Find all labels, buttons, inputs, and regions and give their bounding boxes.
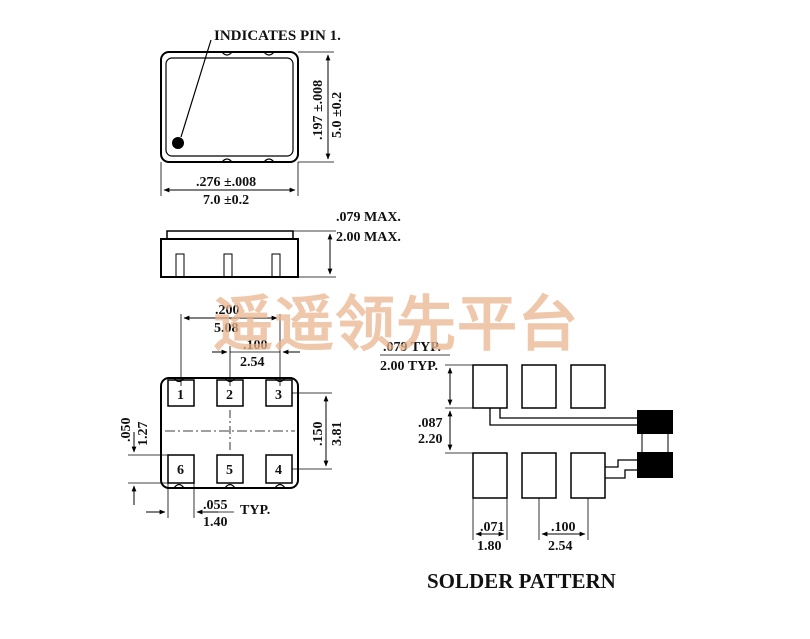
top-height-in: .197 ±.008 [311,80,326,140]
bottom-pitch-mm: 2.54 [240,355,265,370]
pin-number: 6 [177,463,184,478]
top-height-mm: 5.0 ±0.2 [330,92,345,138]
land-4 [570,452,606,499]
watermark-text: 遥遥领先平台 [213,290,579,360]
land-width-in: .071 [480,520,505,535]
pad-width-mm: 1.40 [203,515,228,530]
bottom-outer-pitch-mm: 5.08 [214,321,239,336]
side-terminal [175,253,185,278]
package-outline-top [160,51,299,163]
pin-number: 2 [226,388,233,403]
side-height-in: .079 MAX. [336,210,401,225]
package-inner-outline [165,57,294,157]
land-gap-in: .087 [418,416,443,431]
land-5 [521,452,557,499]
capacitor-pad-bottom [637,452,673,478]
pad-height-in: .050 [119,418,134,443]
trace-top [489,408,637,426]
land-3 [570,364,606,409]
side-view: .079 MAX. 2.00 MAX. [160,210,401,278]
capacitor-pad-top [637,410,673,434]
pin-number: 4 [275,463,282,478]
land-pitch-mm: 2.54 [548,539,573,554]
pad-width-typ: TYP. [240,503,270,518]
pin1-dot [172,137,184,149]
pin-number: 3 [275,388,282,403]
pin-number: 5 [226,463,233,478]
pad-height-mm: 1.27 [136,422,151,447]
land-6 [472,452,508,499]
pad-6 [167,454,195,484]
solder-pattern: .079 TYP. 2.00 TYP. .087 2.20 .071 1.80 … [380,340,673,593]
solder-pattern-title: SOLDER PATTERN [427,569,616,593]
trace-bottom [605,459,637,479]
side-body [160,238,299,278]
land-gap-mm: 2.20 [418,432,443,447]
bottom-row-mm: 3.81 [330,422,345,447]
pin1-label: INDICATES PIN 1. [214,28,341,44]
pad-width-in: .055 [203,498,228,513]
bottom-row-in: .150 [311,422,326,447]
pad-5 [216,454,244,484]
side-terminal [271,253,281,278]
pin-number: 1 [177,388,184,403]
castellation-notches [221,51,275,163]
side-height-mm: 2.00 MAX. [336,230,401,245]
land-1 [472,364,508,409]
pin1-leader [180,39,212,138]
land-pitch-in: .100 [551,520,576,535]
bottom-outer-pitch-in: .200 [215,303,240,318]
side-lid [166,230,294,240]
side-terminal [223,253,233,278]
package-outline-bottom [160,377,299,489]
land-height-in: .079 TYP. [383,340,441,355]
bottom-view: 1 2 3 6 5 4 .200 5.08 .100 2.54 .150 3.8… [119,303,345,530]
top-width-mm: 7.0 ±0.2 [203,193,249,208]
top-view: INDICATES PIN 1. .197 ±.008 5.0 ±0.2 .27… [160,28,345,208]
bottom-pitch-in: .100 [243,338,268,353]
land-2 [521,364,557,409]
land-width-mm: 1.80 [477,539,502,554]
land-height-mm: 2.00 TYP. [380,359,438,374]
top-width-in: .276 ±.008 [196,175,256,190]
